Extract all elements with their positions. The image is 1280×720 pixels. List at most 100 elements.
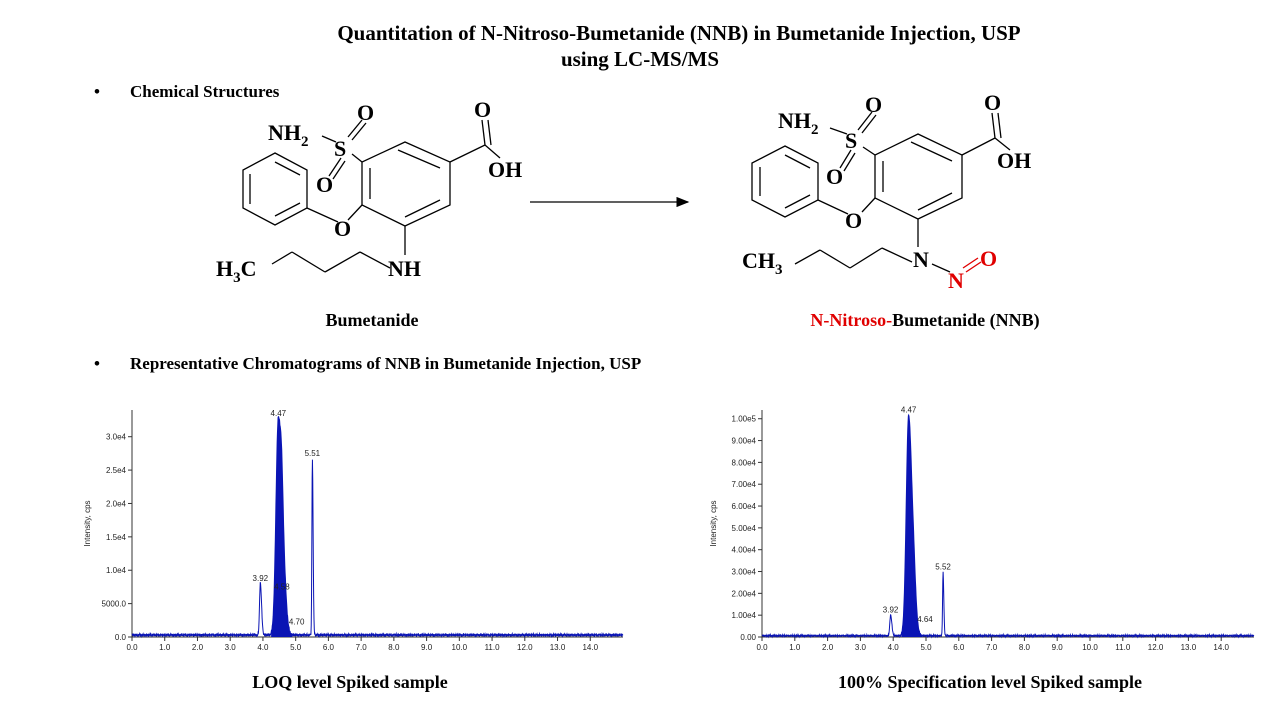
x-tick-label: 9.0: [421, 643, 433, 652]
atom-o: O: [984, 90, 1001, 115]
y-tick-label: 8.00e4: [732, 458, 757, 467]
y-tick-label: 0.00: [740, 633, 756, 642]
x-tick-label: 0.0: [126, 643, 138, 652]
peak-label: 3.92: [883, 605, 899, 614]
nnb-structure: [751, 111, 1011, 273]
x-tick-label: 14.0: [1213, 643, 1229, 652]
x-tick-label: 9.0: [1052, 643, 1064, 652]
title-line-1: Quantitation of N-Nitroso-Bumetanide (NN…: [337, 21, 1021, 45]
x-tick-label: 3.0: [225, 643, 237, 652]
x-tick-label: 10.0: [1082, 643, 1098, 652]
x-tick-label: 2.0: [192, 643, 204, 652]
x-tick-label: 13.0: [1181, 643, 1197, 652]
atom-o: O: [357, 100, 374, 125]
atom-nh2: NH2: [778, 108, 819, 138]
bumetanide-structure: [242, 119, 501, 273]
x-tick-label: 1.0: [789, 643, 801, 652]
main-peak-fill: [271, 416, 293, 637]
bumetanide-caption: Bumetanide: [272, 310, 472, 331]
x-tick-label: 14.0: [582, 643, 598, 652]
y-tick-label: 6.00e4: [732, 502, 757, 511]
x-tick-label: 6.0: [953, 643, 965, 652]
atom-o-nitroso: O: [980, 246, 997, 271]
peak-label: 3.92: [253, 574, 269, 583]
atom-o: O: [334, 216, 351, 241]
atom-n-nitroso: N: [948, 268, 964, 293]
chart-caption-100pct: 100% Specification level Spiked sample: [760, 672, 1220, 693]
chemical-structures-diagram: NH2 S O O O OH O NH H3C: [216, 90, 1031, 293]
x-tick-label: 6.0: [323, 643, 335, 652]
bullet-chromatograms: • Representative Chromatograms of NNB in …: [94, 354, 641, 374]
atom-o: O: [865, 92, 882, 117]
peak-label: 4.64: [917, 615, 933, 624]
x-tick-label: 1.0: [159, 643, 171, 652]
atom-o: O: [474, 97, 491, 122]
atom-oh: OH: [488, 157, 522, 182]
bullet-chemical-structures: •Chemical Structures: [94, 82, 279, 102]
atom-s: S: [334, 136, 346, 161]
x-tick-label: 5.0: [920, 643, 932, 652]
x-tick-label: 12.0: [517, 643, 533, 652]
y-tick-label: 4.00e4: [732, 546, 757, 555]
bullet-symbol: •: [94, 82, 100, 101]
y-tick-label: 7.00e4: [732, 480, 757, 489]
y-tick-label: 3.0e4: [106, 433, 127, 442]
chart-caption-loq: LOQ level Spiked sample: [150, 672, 550, 693]
x-tick-label: 10.0: [452, 643, 468, 652]
atom-h3c: H3C: [216, 256, 257, 286]
x-tick-label: 4.0: [257, 643, 269, 652]
x-tick-label: 11.0: [1115, 643, 1131, 652]
x-tick-label: 12.0: [1148, 643, 1164, 652]
nnb-caption-red: N-Nitroso-: [810, 310, 893, 330]
peak-label: 4.58: [274, 583, 290, 592]
x-tick-label: 2.0: [822, 643, 834, 652]
y-tick-label: 9.00e4: [732, 437, 757, 446]
nnb-caption-rest: Bumetanide (NNB): [892, 310, 1040, 330]
x-tick-label: 8.0: [388, 643, 400, 652]
atom-nh: NH: [388, 256, 421, 281]
x-tick-label: 13.0: [550, 643, 566, 652]
atom-o: O: [826, 164, 843, 189]
nnb-caption: N-Nitroso-Bumetanide (NNB): [760, 310, 1090, 331]
atom-nh2: NH2: [268, 120, 309, 150]
chart-caption-100pct-text: 100% Specification level Spiked sample: [837, 672, 1142, 692]
atom-ch3: CH3: [742, 248, 783, 278]
title-line-2: using LC-MS/MS: [560, 47, 720, 71]
signal-trace: [131, 415, 624, 639]
y-tick-label: 0.0: [115, 633, 127, 642]
bumetanide-atom-labels: NH2 S O O O OH O NH H3C: [216, 97, 522, 286]
bullet-text: Representative Chromatograms of NNB in B…: [130, 354, 642, 373]
atom-oh: OH: [997, 148, 1031, 173]
peak-label: 5.52: [935, 563, 951, 572]
y-axis-label: Intensity, cps: [709, 500, 718, 546]
x-tick-label: 7.0: [356, 643, 368, 652]
x-tick-label: 3.0: [855, 643, 867, 652]
x-tick-label: 8.0: [1019, 643, 1031, 652]
chart-caption-loq-text: LOQ level Spiked sample: [252, 672, 448, 692]
y-tick-label: 1.0e4: [106, 566, 127, 575]
bumetanide-caption-text: Bumetanide: [325, 310, 419, 330]
bullet-symbol: •: [94, 354, 100, 373]
atom-o: O: [845, 208, 862, 233]
y-tick-label: 1.00e5: [732, 415, 757, 424]
chromatogram-100pct-plot: 0.001.00e42.00e43.00e44.00e45.00e46.00e4…: [709, 406, 1255, 652]
atom-n: N: [913, 247, 929, 272]
y-tick-label: 2.0e4: [106, 499, 127, 508]
y-axis-label: Intensity, cps: [83, 500, 92, 546]
slide-title: Quantitation of N-Nitroso-Bumetanide (NN…: [0, 20, 1280, 72]
nnb-atom-labels: NH2 S O O O OH O N CH3 N O: [742, 90, 1031, 293]
x-tick-label: 5.0: [290, 643, 302, 652]
peak-label: 4.47: [901, 406, 917, 415]
y-tick-label: 1.00e4: [732, 611, 757, 620]
y-tick-label: 5000.0: [102, 600, 127, 609]
x-tick-label: 11.0: [485, 643, 501, 652]
atom-s: S: [845, 128, 857, 153]
y-tick-label: 3.00e4: [732, 568, 757, 577]
nitroso-bond: [962, 257, 982, 273]
atom-o: O: [316, 172, 333, 197]
y-tick-label: 2.00e4: [732, 589, 757, 598]
x-tick-label: 4.0: [888, 643, 900, 652]
x-tick-label: 7.0: [986, 643, 998, 652]
